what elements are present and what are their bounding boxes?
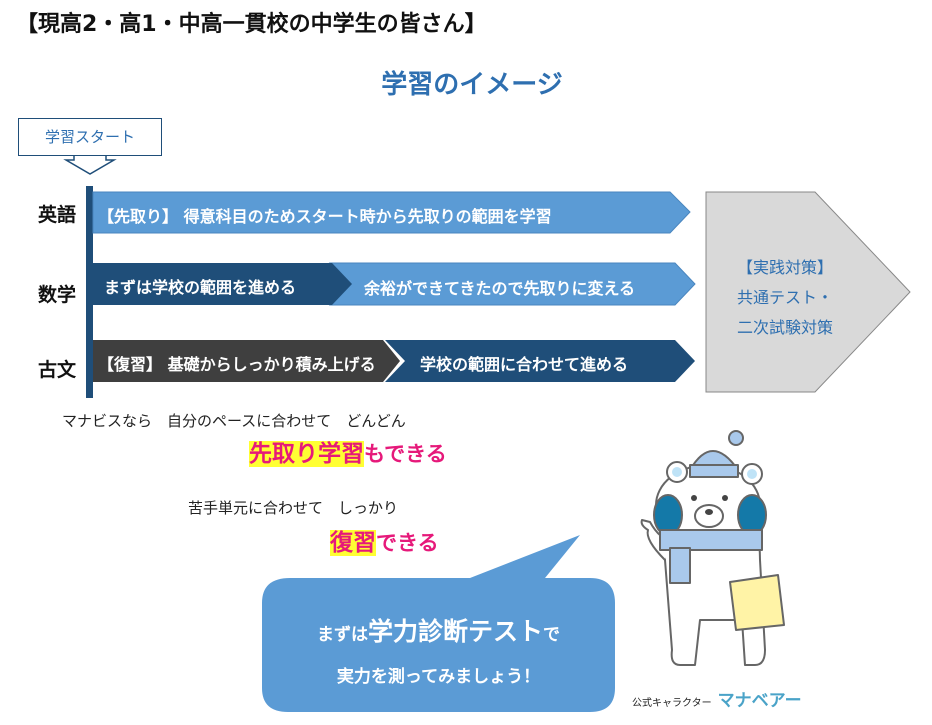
bubble-line-2: 実力を測ってみましょう！ (336, 667, 541, 687)
speech-bubble (262, 535, 615, 712)
english-bar (92, 191, 691, 234)
row-label-math: 数学 (38, 284, 77, 306)
english-bar-text: 【先取り】 得意科目のためスタート時から先取りの範囲を学習 (98, 207, 552, 226)
classics-bar-review (93, 340, 400, 382)
message1-highlight: 先取り学習 (249, 441, 364, 467)
final-stage-line-2: 共通テスト・ (736, 288, 833, 307)
final-stage-line-3: 二次試験対策 (736, 318, 833, 337)
message2-tail: できる (376, 531, 439, 555)
math-bar-advance-text: 余裕ができてきたので先取りに変える (364, 279, 636, 298)
page-title: 【現高2・高1・中高一貫校の中学生の皆さん】 (16, 12, 487, 37)
classics-bar-review-text: 【復習】 基礎からしっかり積み上げる (98, 355, 376, 374)
mascot-bear-illustration (640, 430, 785, 666)
bubble-emphasis: 学力診断テスト (367, 617, 543, 646)
start-label-box: 学習スタート (18, 118, 162, 156)
math-bar-school-text: まずは学校の範囲を進める (104, 278, 297, 297)
character-caption-label: 公式キャラクター (632, 698, 712, 709)
subtitle: 学習のイメージ (381, 70, 563, 100)
character-name: マナベアー (717, 691, 802, 711)
message1-lead: マナビスなら 自分のペースに合わせて どんどん (62, 412, 406, 430)
message1-tail: もできる (364, 442, 447, 466)
character-caption: 公式キャラクターマナベアー (632, 686, 802, 711)
message2-lead: 苦手単元に合わせて しっかり (188, 499, 399, 517)
timeline-bar (86, 186, 93, 398)
row-label-english: 英語 (38, 204, 77, 226)
final-stage-line-1: 【実践対策】 (736, 258, 833, 277)
start-down-arrow (63, 154, 117, 175)
bubble-pre: まずは (316, 625, 368, 645)
final-stage-pentagon (705, 191, 911, 393)
math-bar-school (93, 263, 352, 305)
bubble-post: で (543, 625, 560, 645)
classics-bar-school-text: 学校の範囲に合わせて進める (420, 355, 629, 374)
bubble-line-1: まずは学力診断テストで (262, 612, 615, 648)
row-label-classics: 古文 (38, 359, 77, 381)
classics-bar-school (385, 340, 695, 382)
message2-highlight: 復習 (330, 530, 376, 556)
